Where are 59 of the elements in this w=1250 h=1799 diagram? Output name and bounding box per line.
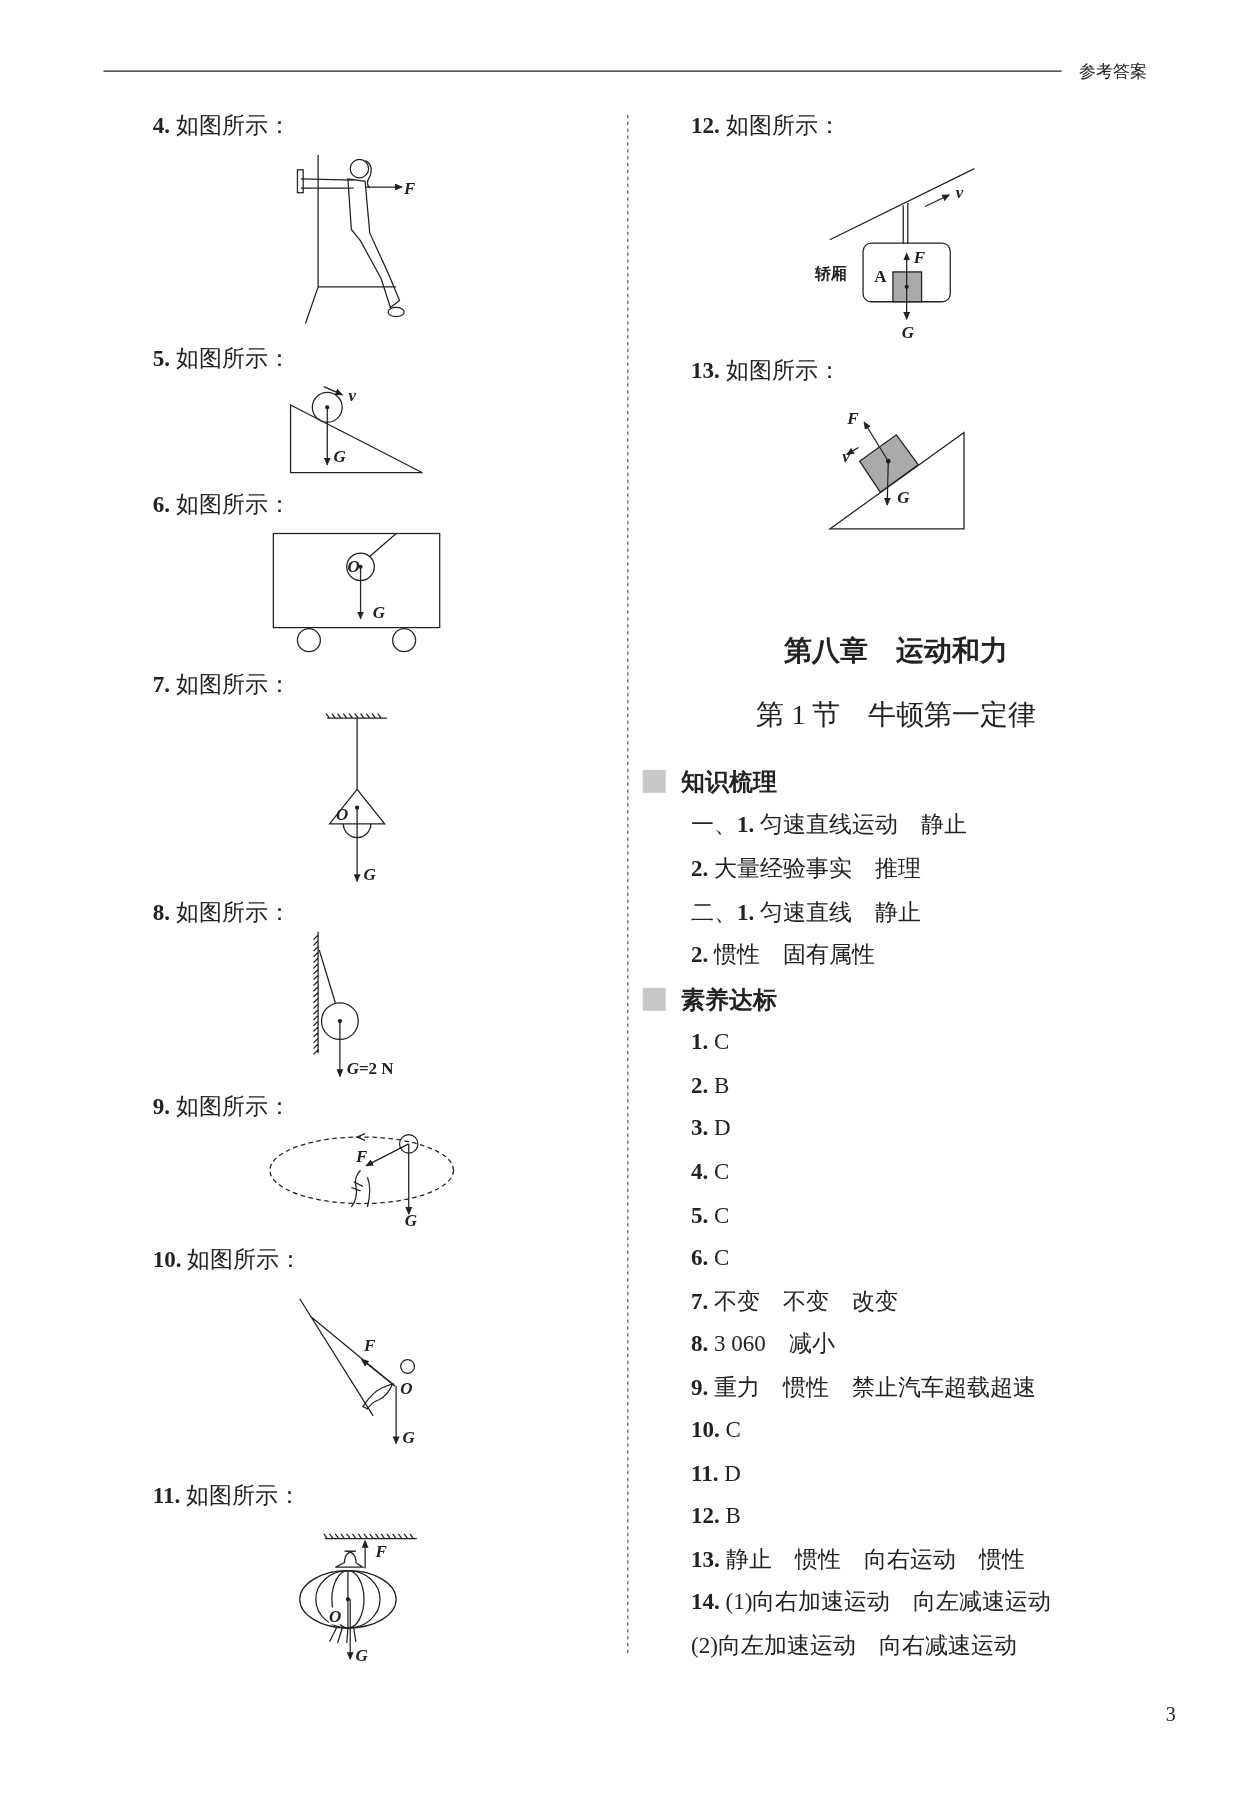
symbol-label: v: [348, 385, 357, 407]
answer-text: 二、1. 匀速直线 静止: [691, 898, 921, 927]
symbol-label: F: [847, 408, 859, 430]
symbol-label: G: [355, 1646, 368, 1667]
symbol-label: v: [955, 182, 964, 203]
question-heading: 12. 如图所示：: [691, 112, 841, 141]
section-heading: 素养达标: [680, 985, 777, 1015]
question-heading: 7. 如图所示：: [152, 671, 291, 700]
answer-text: 一、1. 匀速直线运动 静止: [691, 811, 967, 840]
answer-text: 9. 重力 惯性 禁止汽车超载超速: [691, 1373, 1036, 1402]
answer-text: 7. 不变 不变 改变: [691, 1287, 898, 1316]
symbol-label: A: [874, 266, 887, 287]
answer-text: 3. D: [691, 1114, 731, 1143]
answer-text: 2. 惯性 固有属性: [691, 941, 875, 969]
symbol-label: O: [400, 1378, 413, 1400]
answer-text: 4. C: [691, 1158, 730, 1186]
question-heading: 6. 如图所示：: [152, 491, 291, 519]
symbol-label: G: [404, 1211, 418, 1232]
symbol-label: O: [329, 1607, 342, 1625]
symbol-label: G: [372, 602, 385, 624]
symbol-label: G: [333, 446, 346, 467]
answer-text: 11. D: [691, 1460, 741, 1488]
section-heading: 知识梳理: [680, 767, 777, 797]
answer-text: 2. 大量经验事实 推理: [691, 855, 921, 883]
answer-text: 8. 3 060 减小: [691, 1330, 835, 1358]
symbol-label: F: [355, 1146, 368, 1168]
question-heading: 4. 如图所示：: [152, 112, 291, 141]
answer-text: 6. C: [691, 1244, 730, 1272]
symbol-label: G: [402, 1428, 415, 1449]
answer-text: 13. 静止 惯性 向右运动 惯性: [691, 1546, 1025, 1574]
question-heading: 8. 如图所示：: [152, 898, 291, 927]
symbol-label: F: [375, 1541, 387, 1563]
question-heading: 11. 如图所示：: [152, 1481, 301, 1510]
symbol-label: G: [901, 322, 915, 344]
question-heading: 5. 如图所示：: [152, 345, 291, 374]
answer-text: 12. B: [691, 1502, 741, 1531]
symbol-label: O: [335, 804, 349, 826]
symbol-label: G=2 N: [346, 1058, 394, 1079]
page-number: 3: [1165, 1701, 1176, 1726]
header-text: 参考答案: [1078, 62, 1147, 83]
section-title: 第 1 节 牛顿第一定律: [756, 698, 1037, 732]
question-heading: 13. 如图所示：: [691, 356, 841, 385]
answer-text: (2)向左加速运动 向右减速运动: [691, 1632, 1017, 1660]
question-heading: 10. 如图所示：: [152, 1246, 303, 1275]
symbol-label: F: [404, 179, 416, 200]
symbol-label: G: [897, 487, 910, 509]
symbol-label: F: [913, 248, 926, 269]
symbol-label: F: [363, 1336, 376, 1357]
answer-text: 2. B: [691, 1072, 730, 1100]
symbol-label: O: [347, 556, 360, 578]
answer-text: 14. (1)向右加速运动 向左减速运动: [691, 1588, 1052, 1617]
answer-text: 5. C: [691, 1201, 730, 1230]
symbol-label: G: [363, 864, 376, 885]
part-label: 轿厢: [814, 264, 847, 284]
answer-text: 1. C: [691, 1028, 730, 1057]
question-heading: 9. 如图所示：: [152, 1092, 291, 1121]
answer-text: 10. C: [691, 1416, 741, 1444]
chapter-title: 第八章 运动和力: [784, 634, 1009, 668]
symbol-label: v: [842, 446, 850, 467]
